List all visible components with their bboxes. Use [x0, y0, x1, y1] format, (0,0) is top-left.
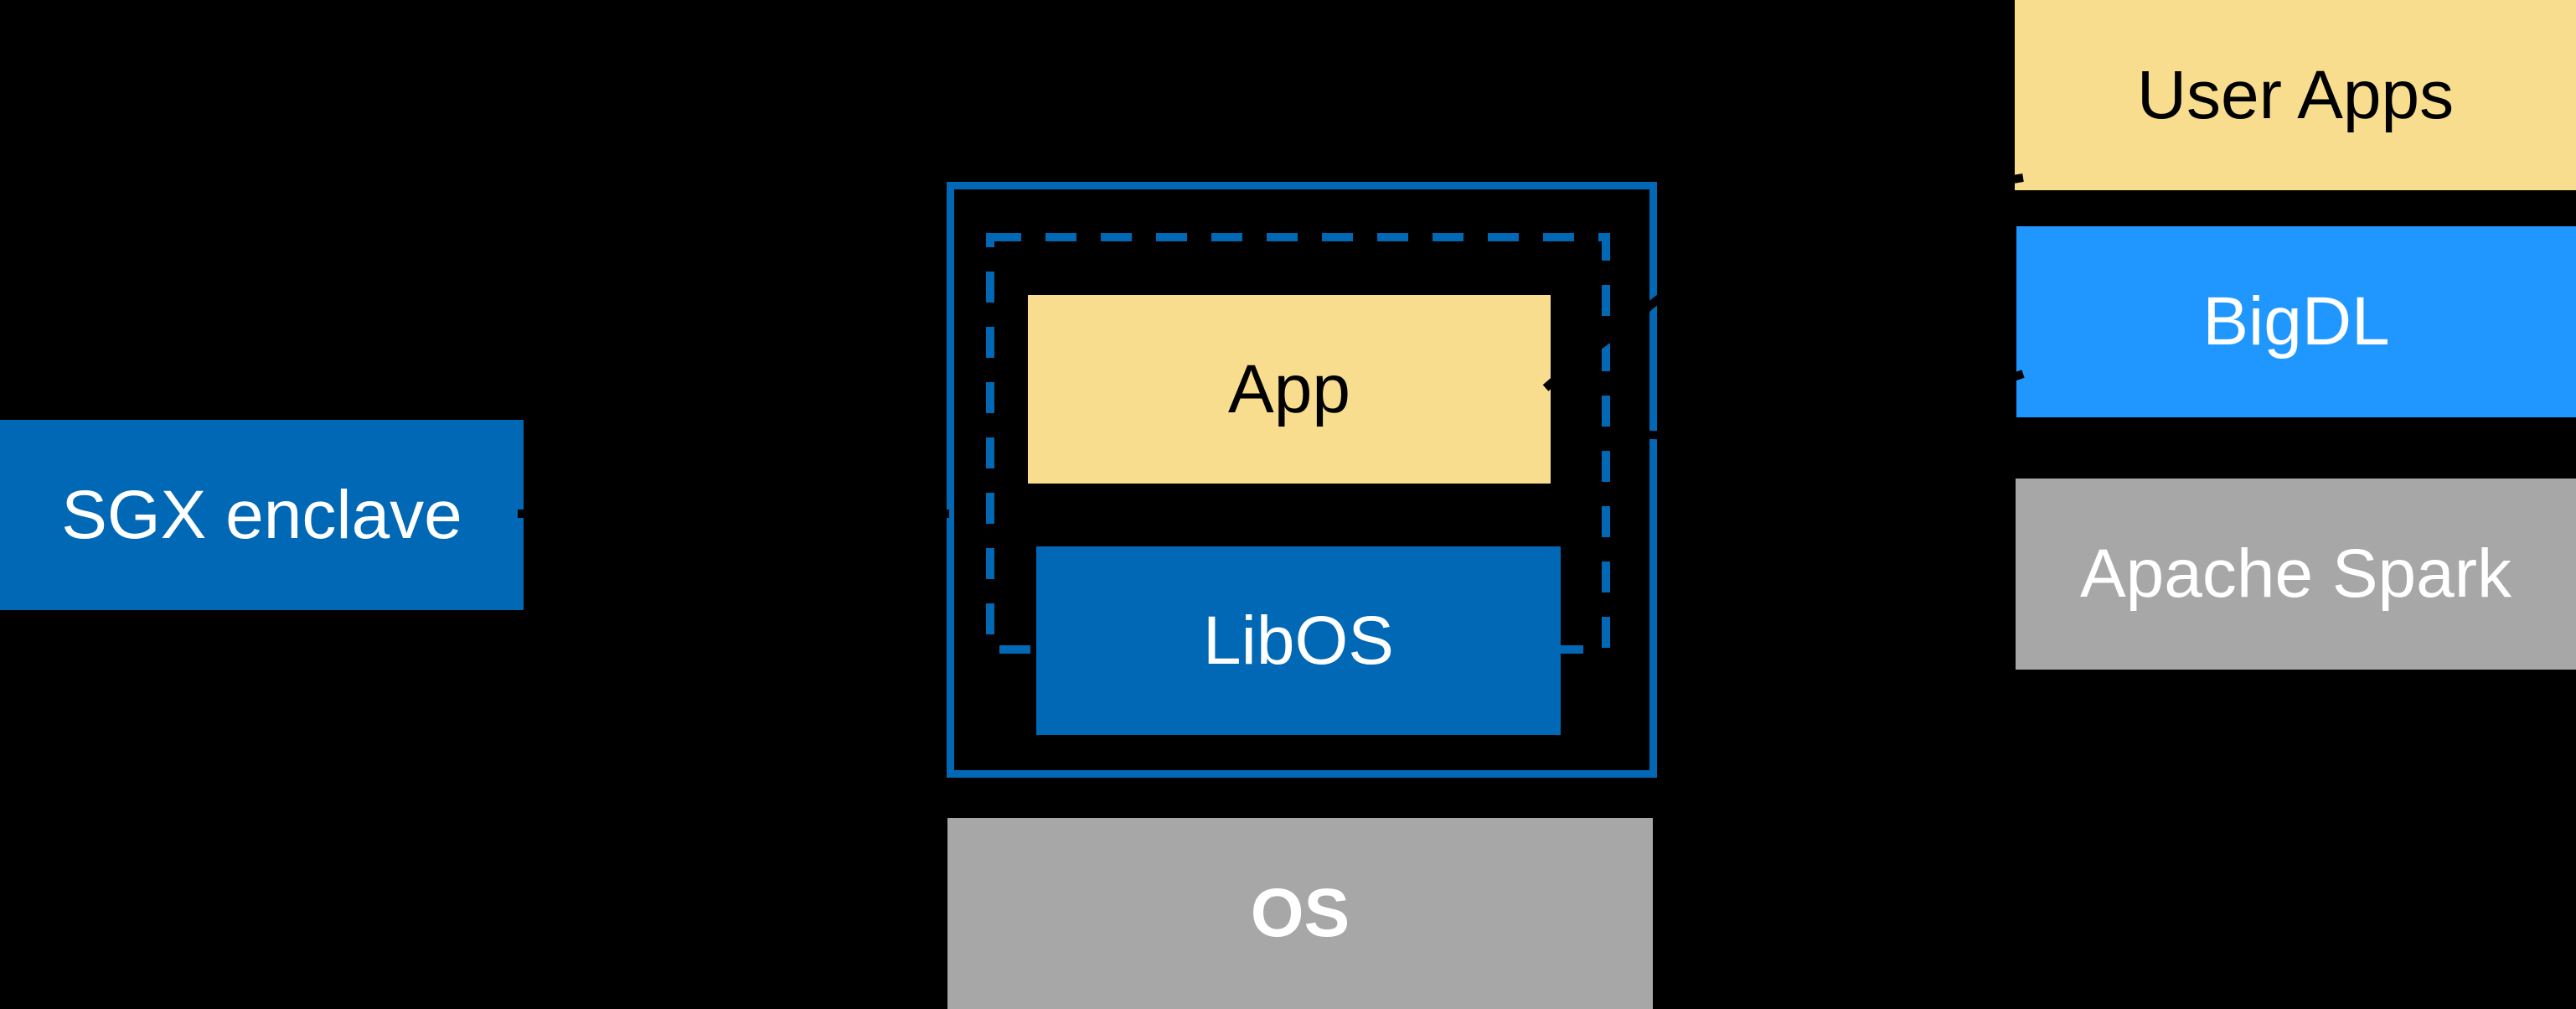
libos-label: LibOS	[1203, 602, 1394, 679]
os-label: OS	[1250, 875, 1350, 951]
bigdl-box: BigDL	[2016, 226, 2576, 417]
bigdl-label: BigDL	[2202, 283, 2390, 360]
arrow-stack-to-libos-container	[1596, 370, 2025, 444]
os-box: OS	[947, 818, 1653, 1009]
sgx-enclave-label: SGX enclave	[61, 476, 462, 553]
app-box: App	[1028, 295, 1551, 484]
app-label: App	[1228, 350, 1350, 427]
user-apps-label: User Apps	[2136, 56, 2455, 133]
libos-box: LibOS	[1036, 546, 1561, 735]
apache-spark-box: Apache Spark	[2016, 479, 2576, 670]
enclave-outline-box	[947, 182, 1657, 778]
user-apps-box: User Apps	[2015, 0, 2576, 190]
apache-spark-label: Apache Spark	[2079, 536, 2512, 612]
sgx-enclave-box: SGX enclave	[0, 420, 524, 610]
